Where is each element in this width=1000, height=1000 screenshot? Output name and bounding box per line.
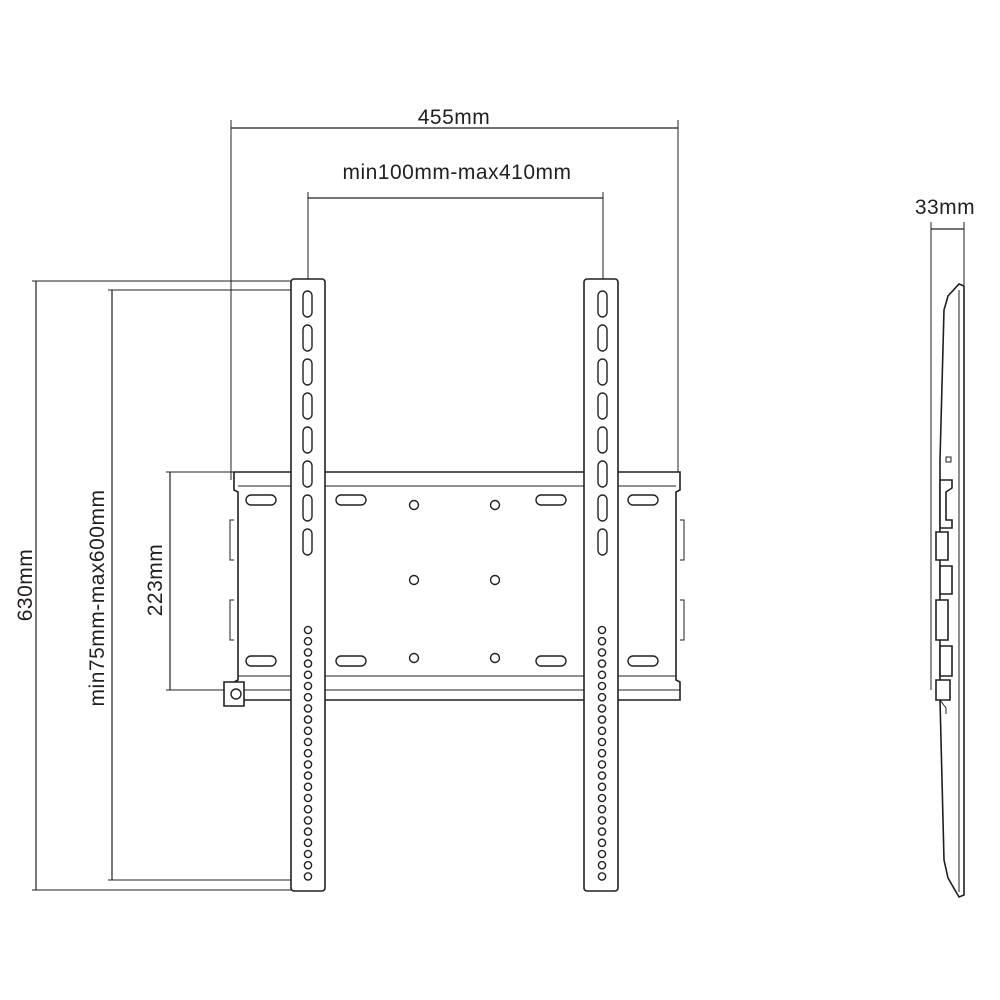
arm-hole: [597, 804, 607, 814]
arm-hole: [303, 692, 313, 702]
arm-hole: [303, 771, 313, 780]
arm-hole: [303, 838, 313, 848]
arm-hole: [597, 838, 607, 848]
arm-hole: [597, 793, 607, 803]
arm-hole: [597, 670, 607, 680]
arm-hole: [597, 849, 607, 859]
arm-hole: [597, 704, 607, 713]
dimension-overall-height: 630mm: [14, 280, 292, 891]
arm-hole: [303, 872, 313, 881]
arm-hole: [303, 760, 313, 769]
overall-height-label: 630mm: [14, 549, 37, 622]
arm-hole: [597, 659, 607, 668]
dimension-overall-width: 455mm: [230, 106, 679, 480]
arm-hole: [597, 726, 607, 736]
arm-hole: [597, 748, 607, 758]
vesa-vertical-label: min75mm-max600mm: [86, 490, 109, 707]
arm-hole: [597, 636, 607, 646]
arm-hole: [303, 681, 313, 691]
arm-hole: [597, 625, 607, 635]
arm-hole: [597, 827, 607, 836]
arm-hole: [303, 625, 313, 635]
arm-hole: [303, 816, 313, 825]
arm-hole: [597, 681, 607, 691]
arm-hole: [303, 782, 313, 792]
arm-hole: [303, 704, 313, 713]
arm-hole: [303, 659, 313, 668]
arm-hole: [597, 860, 607, 870]
arm-hole: [597, 648, 607, 657]
arm-hole: [303, 737, 313, 747]
left-vertical-arm: [290, 278, 326, 892]
dimension-vesa-vertical: min75mm-max600mm: [86, 289, 308, 881]
plate-height-label: 223mm: [144, 544, 167, 617]
arm-hole: [597, 715, 607, 724]
arm-hole: [597, 760, 607, 769]
vesa-horizontal-label: min100mm-max410mm: [342, 161, 571, 184]
arm-hole: [303, 636, 313, 646]
depth-label: 33mm: [915, 196, 975, 219]
arm-hole: [303, 670, 313, 680]
arm-hole: [303, 748, 313, 758]
side-profile-view: 33mm: [915, 196, 975, 898]
arm-hole: [597, 692, 607, 702]
arm-hole: [303, 793, 313, 803]
right-vertical-arm: [583, 278, 619, 892]
arm-hole: [303, 726, 313, 736]
overall-width-label: 455mm: [418, 106, 491, 129]
arm-hole: [597, 737, 607, 747]
arm-hole: [597, 872, 607, 881]
dimension-vesa-horizontal: min100mm-max410mm: [307, 161, 604, 285]
arm-hole: [597, 816, 607, 825]
arm-hole: [303, 804, 313, 814]
arm-hole: [303, 849, 313, 859]
arm-hole: [303, 827, 313, 836]
arm-hole: [597, 782, 607, 792]
arm-hole: [303, 648, 313, 657]
arm-hole: [597, 771, 607, 780]
arm-hole: [303, 715, 313, 724]
arm-hole: [303, 860, 313, 870]
dimension-plate-height: 223mm: [144, 471, 240, 691]
